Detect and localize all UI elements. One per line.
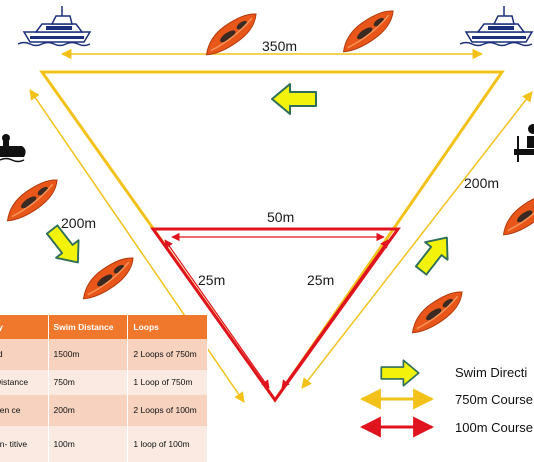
label-right-distance: 200m [464,175,499,191]
table-cell: 2 Loops of 100m [127,395,208,426]
legend-100m-label: 100m Course [455,420,534,435]
paddleboard-icon [514,124,534,162]
legend-750m-label: 750m Course [455,392,534,407]
swim-direction-arrow-icon [408,227,460,281]
table-cell: 1500m [48,339,129,370]
table-row: on- titive 100m 1 loop of 100m [0,426,208,462]
table-cell: rd [0,339,49,370]
boat-icon [17,5,91,47]
table-cell: 2 Loops of 750m [127,339,208,370]
table-cell: Distance [0,370,49,395]
inner-left-distance-arrow [164,239,270,389]
right-distance-arrow [301,91,533,389]
table-cell: 100m [48,426,129,462]
column-header: Loops [127,315,208,339]
table-cell: 1 Loop of 750m [127,370,208,395]
label-left-distance: 200m [61,215,96,231]
table-header-row: ry Swim Distance Loops [0,315,208,339]
boat-icon [459,5,533,47]
kayak-icon [404,284,470,340]
swim-direction-arrow-icon [271,83,317,115]
table-row: rd 1500m 2 Loops of 750m [0,339,208,370]
column-header: Swim Distance [48,315,129,339]
table-row: Distance 750m 1 Loop of 750m [0,370,208,395]
course-table: ry Swim Distance Loops rd 1500m 2 Loops … [0,315,208,462]
label-inner-top-distance: 50m [267,209,294,225]
label-inner-left-distance: 25m [198,272,225,288]
table-cell: nen ce [0,395,49,426]
table-cell: on- titive [0,426,49,462]
table-cell: 1 loop of 100m [127,426,208,462]
kayak-icon [75,250,141,306]
table-cell: 200m [48,395,129,426]
legend-swim-direction-label: Swim Directi [455,365,528,380]
table-row: nen ce 200m 2 Loops of 100m [0,395,208,426]
kayak-icon [0,172,65,228]
kayak-icon [495,186,534,242]
jetski-icon [0,134,26,163]
kayak-icon [335,3,401,59]
inner-right-distance-arrow [281,239,389,389]
column-header: ry [0,315,49,339]
label-top-distance: 350m [262,38,297,54]
table-cell: 750m [48,370,129,395]
legend-swim-direction-icon [380,359,420,387]
kayak-icon [198,6,264,62]
label-inner-right-distance: 25m [307,272,334,288]
